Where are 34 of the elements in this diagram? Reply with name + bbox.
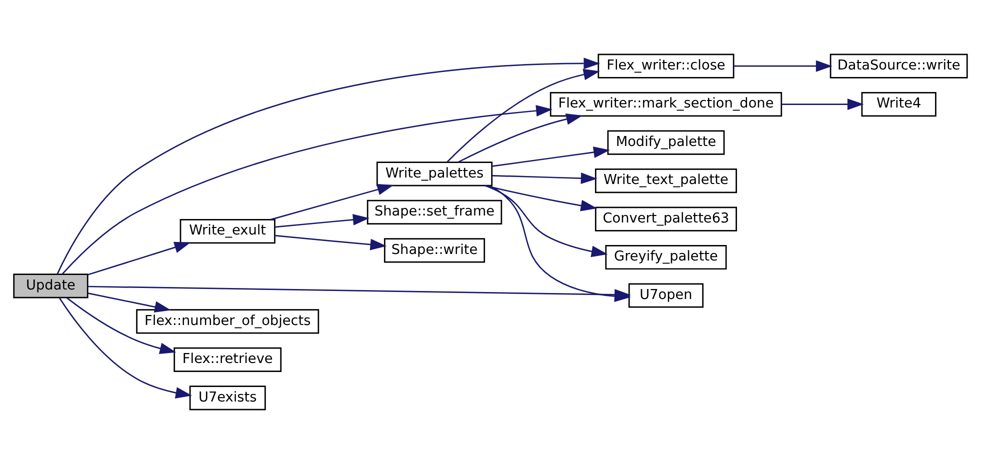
node-box: Shape::write bbox=[384, 238, 486, 262]
node-box: Flex_writer::mark_section_done bbox=[550, 92, 782, 116]
arrow bbox=[58, 296, 192, 398]
arrow bbox=[484, 184, 608, 257]
node-box: Flex::retrieve bbox=[174, 346, 282, 372]
arrow bbox=[458, 113, 583, 162]
node-box: Write_exult bbox=[180, 218, 276, 244]
arrow bbox=[274, 213, 370, 228]
arrow bbox=[492, 146, 610, 166]
arrow bbox=[484, 184, 598, 211]
node-box: Write4 bbox=[861, 92, 936, 116]
node-box: Flex_writer::close bbox=[598, 53, 734, 78]
node-box: Greyify_palette bbox=[605, 244, 727, 270]
arrow bbox=[446, 68, 600, 162]
arrow bbox=[56, 57, 600, 274]
node-box: Write_text_palette bbox=[594, 168, 737, 193]
arrow bbox=[270, 183, 394, 220]
node-box: Convert_palette63 bbox=[594, 206, 737, 231]
arrow bbox=[88, 292, 172, 312]
arrow bbox=[66, 296, 176, 354]
node-box: Modify_palette bbox=[607, 130, 725, 154]
arrow bbox=[492, 172, 598, 184]
arrow bbox=[62, 104, 553, 274]
node-box: Update bbox=[13, 273, 88, 298]
node-box: Flex::number_of_objects bbox=[136, 308, 320, 334]
arrow bbox=[734, 60, 832, 72]
arrow bbox=[88, 241, 191, 275]
node-box: U7exists bbox=[189, 385, 266, 410]
node-box: Write_palettes bbox=[376, 161, 493, 186]
node-box: U7open bbox=[628, 282, 704, 308]
node-box: Shape::set_frame bbox=[366, 199, 502, 224]
arrow bbox=[274, 234, 387, 250]
node-box: DataSource::write bbox=[830, 53, 968, 78]
arrow bbox=[782, 98, 864, 110]
